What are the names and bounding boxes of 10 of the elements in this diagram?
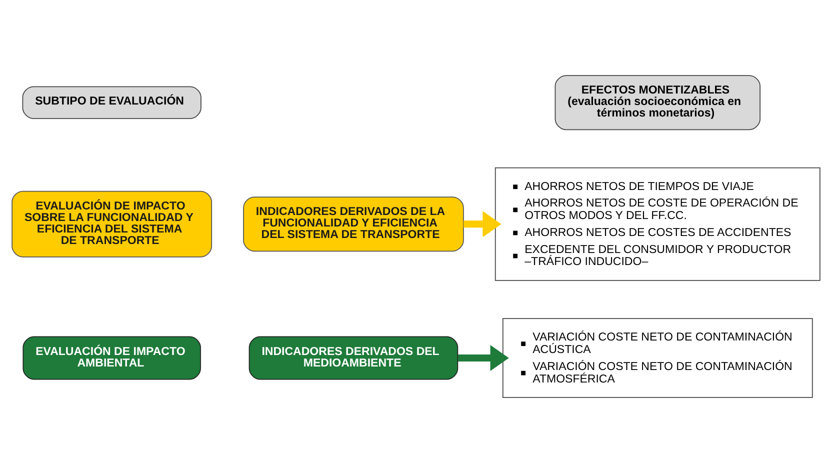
node-box: SUBTIPO DE EVALUACIÓN (22, 86, 202, 119)
node-box: AHORROS NETOS DE TIEMPOS DE VIAJE AHORROS NETOS DE COSTE DE OPERACIÓN DE OTROS MODOS Y DEL FF.CC. AHORROS NETOS DE COSTES DE ACCIDENTES EXCEDENTE DEL CONSUMIDOR Y PRODUCTOR –TRÁFICO INDUCIDO– (494, 167, 820, 281)
node-box: EVALUACIÓN DE IMPACTO SOBRE LA FUNCIONALIDAD Y EFICIENCIA DEL SISTEMA DE TRANSPORTE (12, 190, 212, 258)
node-box: INDICADORES DERIVADOS DE LA FUNCIONALIDAD Y EFICIENCIA DEL SISTEMA DE TRANSPORTE (243, 196, 464, 252)
node-box: EVALUACIÓN DE IMPACTO AMBIENTAL (22, 336, 201, 380)
arrow (464, 211, 502, 238)
arrow (458, 344, 509, 372)
node-box: VARIACIÓN COSTE NETO DE CONTAMINACIÓN ACÚSTICA VARIACIÓN COSTE NETO DE CONTAMINACIÓN ATMOSFÉRICA (502, 318, 813, 398)
node-box: INDICADORES DERIVADOS DEL MEDIOAMBIENTE (248, 336, 458, 380)
node-box: EFECTOS MONETIZABLES (evaluación socioeconómica en términos monetarios) (554, 75, 761, 130)
